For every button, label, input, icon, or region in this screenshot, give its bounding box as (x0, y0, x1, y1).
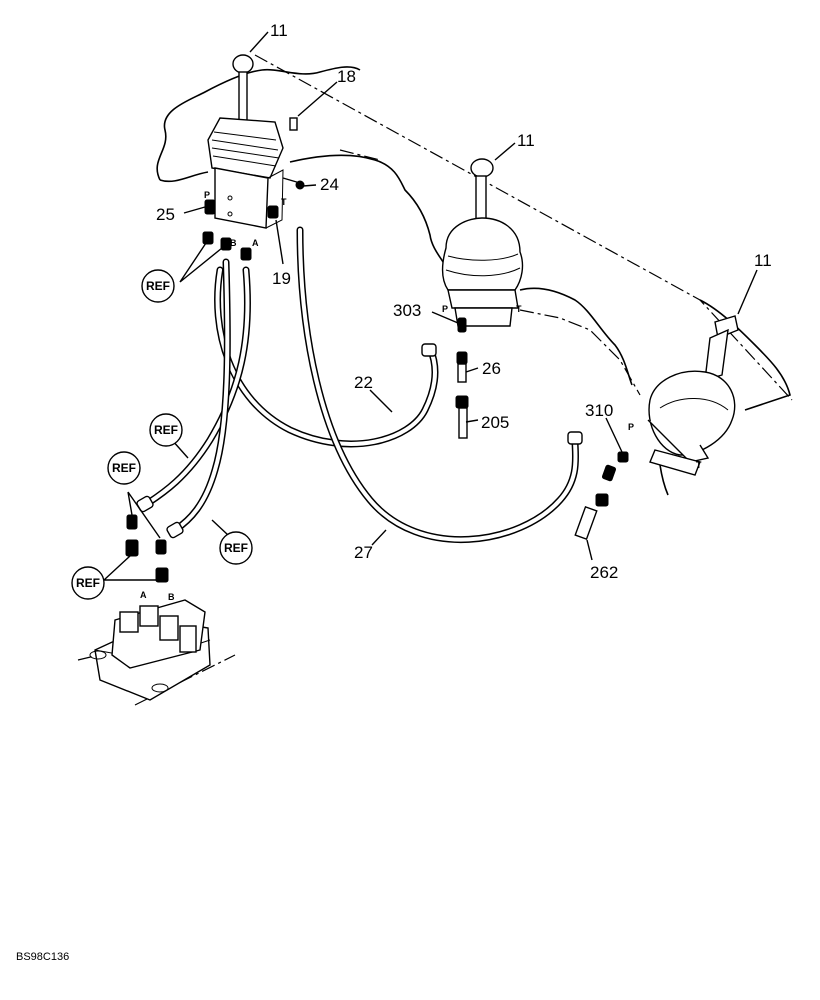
ref-label: REF (76, 576, 100, 590)
ref-marker-3: REF (107, 451, 141, 485)
callout-11-right: 11 (754, 251, 772, 270)
callout-11-mid: 11 (517, 131, 535, 150)
pilot-hoses-to-control-valve (125, 258, 251, 583)
hose-27 (296, 226, 583, 543)
ref-marker-5: REF (71, 566, 105, 600)
callout-303: 303 (393, 301, 421, 320)
port-p-left: P (204, 190, 210, 200)
drawing-code: BS98C136 (16, 951, 69, 963)
main-control-valve (89, 599, 211, 701)
port-b-valve: B (168, 592, 175, 602)
callout-22: 22 (354, 373, 373, 392)
port-a-left: A (252, 238, 259, 248)
port-t-mid: T (516, 304, 522, 314)
callout-24: 24 (320, 175, 339, 194)
ref-marker-4: REF (219, 531, 253, 565)
callout-leaders (103, 31, 758, 581)
port-letters: P T B A P T P T A B (140, 190, 702, 602)
callout-262: 262 (590, 563, 618, 582)
ref-marker-1: REF (141, 269, 175, 303)
ref-label: REF (154, 423, 178, 437)
callout-25: 25 (156, 205, 175, 224)
port-t-left: T (281, 197, 287, 207)
port-t-right: T (696, 460, 702, 470)
port-a-valve: A (140, 590, 147, 600)
right-hand-joystick-valve (441, 158, 524, 439)
left-hand-control-valve (202, 54, 305, 261)
ref-label: REF (112, 461, 136, 475)
callout-26: 26 (482, 359, 501, 378)
port-b-left: B (230, 238, 237, 248)
callout-27: 27 (354, 543, 373, 562)
callout-310: 310 (585, 401, 613, 420)
callout-18: 18 (337, 67, 356, 86)
callout-205: 205 (481, 413, 509, 432)
callout-19: 19 (272, 269, 291, 288)
ref-marker-2: REF (149, 413, 183, 447)
ref-label: REF (146, 279, 170, 293)
ref-label: REF (224, 541, 248, 555)
port-p-mid: P (442, 304, 448, 314)
travel-control-valve (574, 315, 739, 541)
port-p-right: P (628, 422, 634, 432)
callout-11-left: 11 (270, 21, 288, 40)
callout-labels: 11 18 24 25 19 11 11 303 26 22 205 310 2… (156, 21, 772, 582)
